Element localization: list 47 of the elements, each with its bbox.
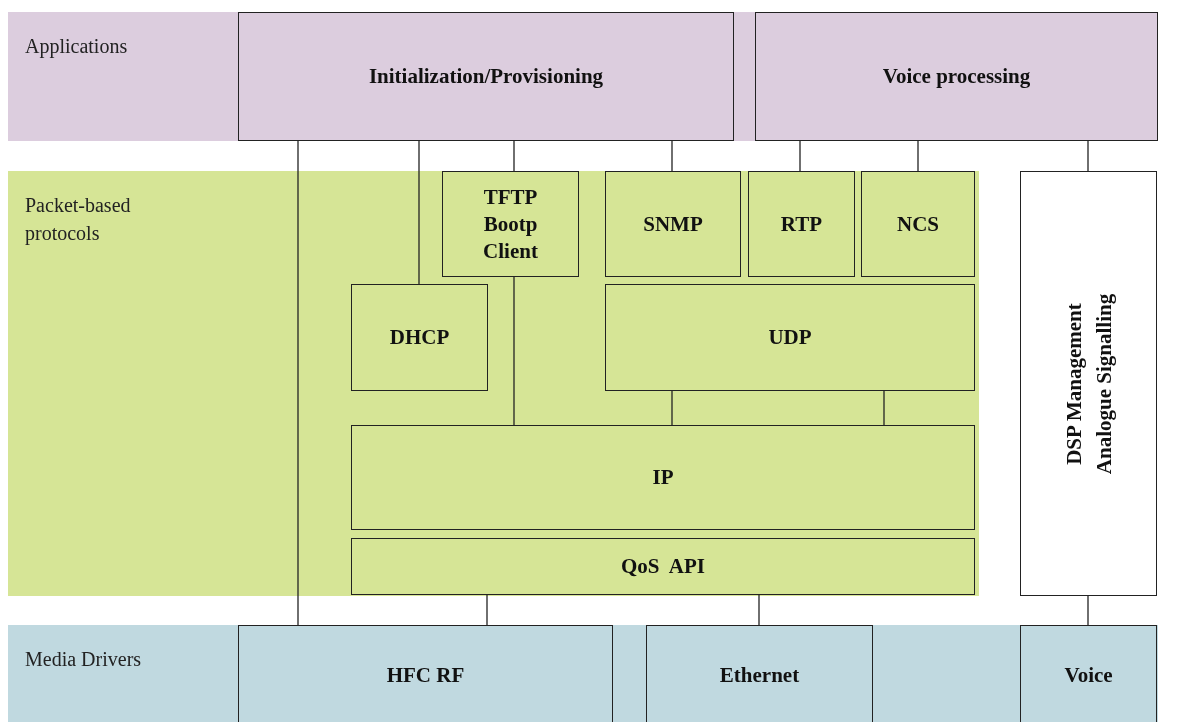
connector-line — [1087, 595, 1089, 626]
connector-line — [513, 140, 515, 172]
protocol-box — [748, 171, 855, 277]
connector-line — [799, 140, 801, 172]
box-label: UDP — [768, 324, 812, 351]
layer-band — [8, 12, 1158, 141]
protocol-box — [1020, 625, 1157, 722]
connector-line — [297, 140, 299, 626]
connector-line — [671, 390, 673, 426]
box-label: SNMP — [643, 210, 703, 238]
protocol-box — [351, 425, 975, 530]
connector-line — [883, 390, 885, 426]
layer-label: Applications — [25, 34, 129, 60]
protocol-box — [755, 12, 1158, 141]
protocol-box — [1020, 171, 1157, 596]
box-label: Voice processing — [882, 63, 1031, 90]
protocol-box — [646, 625, 873, 722]
protocol-box — [861, 171, 975, 277]
protocol-box — [605, 284, 975, 391]
layer-band — [8, 171, 979, 596]
connector-line — [418, 140, 420, 285]
box-label: QoS API — [621, 553, 705, 580]
layer-band — [8, 625, 1158, 722]
box-label: Initialization/Provisioning — [368, 63, 604, 90]
connector-line — [671, 140, 673, 172]
box-label: Voice — [1064, 661, 1113, 689]
protocol-box — [442, 171, 579, 277]
layer-label: Packet-based protocols — [25, 193, 132, 247]
layer-label: Media Drivers — [25, 647, 143, 672]
connector-line — [513, 276, 515, 426]
protocol-box — [351, 538, 975, 595]
box-label: Ethernet — [719, 661, 800, 689]
protocol-box — [605, 171, 741, 277]
box-label: RTP — [780, 210, 823, 238]
box-label: IP — [652, 464, 674, 491]
box-label: HFC RF — [386, 661, 465, 689]
box-label: DHCP — [389, 324, 450, 351]
protocol-box — [238, 12, 734, 141]
connector-line — [1087, 140, 1089, 172]
connector-line — [917, 140, 919, 172]
protocol-box — [238, 625, 613, 722]
connector-line — [486, 594, 488, 626]
protocol-box — [351, 284, 488, 391]
connector-line — [758, 594, 760, 626]
box-label: NCS — [897, 210, 939, 238]
box-label: TFTP Bootp Client — [482, 183, 539, 265]
box-label: DSP Management Analogue Signalling — [1060, 292, 1117, 476]
